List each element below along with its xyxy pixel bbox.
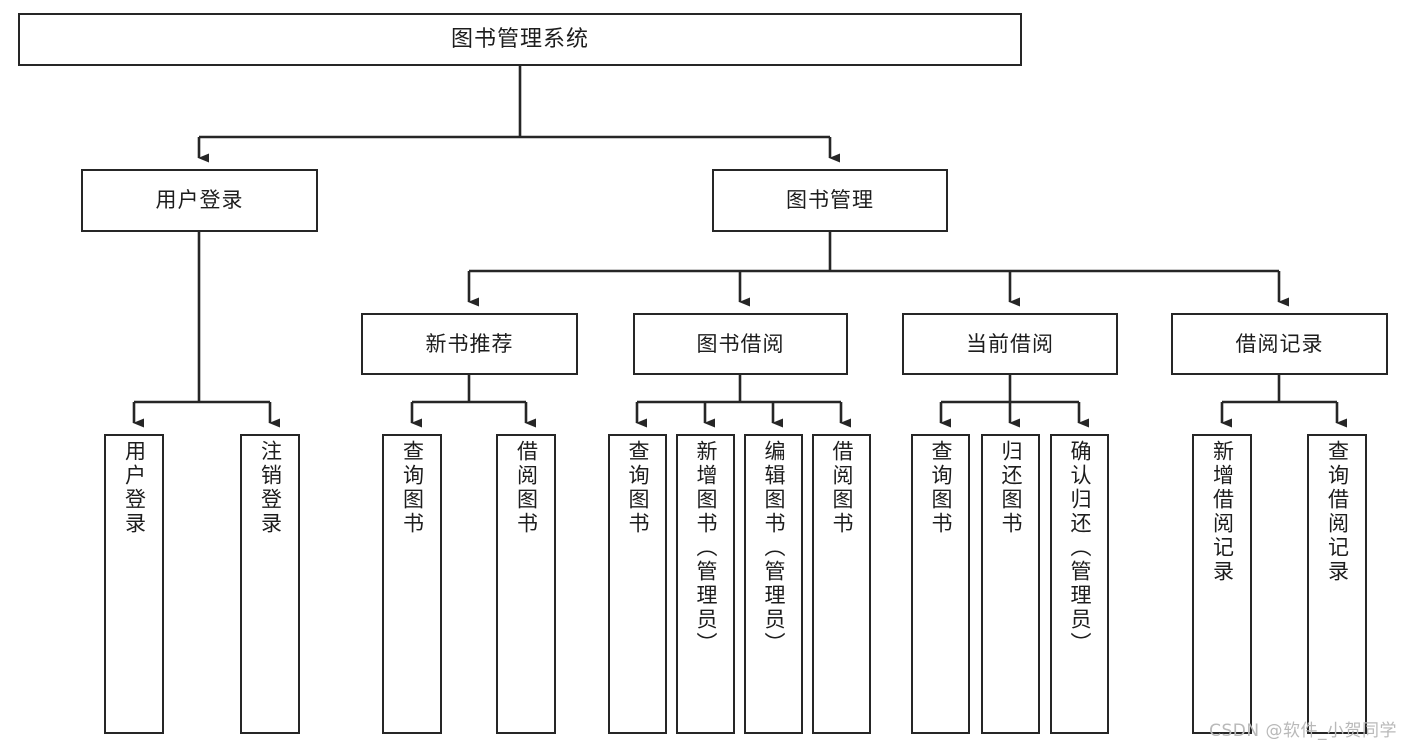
node-user-login[interactable]: 用户登录 [81,169,318,232]
node-book-manage[interactable]: 图书管理 [712,169,948,232]
leaf-query-book-3[interactable]: 查询图书 [911,434,970,734]
leaf-query-book-1[interactable]: 查询图书 [382,434,442,734]
node-label: 新增借阅记录 [1210,440,1235,584]
node-label: 编辑图书（管理员） [762,440,786,656]
csdn-watermark: CSDN @软件_小贺同学 [1209,721,1397,741]
node-label: 归还图书 [999,440,1023,536]
node-borrow-record[interactable]: 借阅记录 [1171,313,1388,375]
node-current-borrow[interactable]: 当前借阅 [902,313,1118,375]
node-label: 借阅图书 [514,440,539,536]
node-label: 图书管理系统 [450,26,589,52]
leaf-edit-book[interactable]: 编辑图书（管理员） [744,434,803,734]
leaf-return-book[interactable]: 归还图书 [981,434,1040,734]
node-label: 图书管理 [786,188,874,213]
node-label: 借阅图书 [830,440,854,536]
leaf-logout[interactable]: 注销登录 [240,434,300,734]
node-label: 查询图书 [626,440,650,536]
node-label: 用户登录 [122,440,147,536]
node-label: 图书借阅 [696,331,785,356]
node-label: 新书推荐 [425,331,514,356]
node-label: 用户登录 [155,188,244,213]
leaf-borrow-book-1[interactable]: 借阅图书 [496,434,556,734]
leaf-query-book-2[interactable]: 查询图书 [608,434,667,734]
node-label: 新增图书（管理员） [694,440,718,656]
node-label: 注销登录 [258,440,283,536]
node-label: 确认归还（管理员） [1068,440,1092,656]
leaf-add-book[interactable]: 新增图书（管理员） [676,434,735,734]
node-book-borrow[interactable]: 图书借阅 [633,313,848,375]
node-root-system[interactable]: 图书管理系统 [18,13,1022,66]
leaf-add-record[interactable]: 新增借阅记录 [1192,434,1252,734]
leaf-borrow-book-2[interactable]: 借阅图书 [812,434,871,734]
node-label: 查询图书 [929,440,953,536]
leaf-query-record[interactable]: 查询借阅记录 [1307,434,1367,734]
node-label: 借阅记录 [1235,331,1324,356]
node-label: 查询图书 [400,440,425,536]
node-label: 查询借阅记录 [1325,440,1350,584]
node-label: 当前借阅 [966,331,1054,356]
node-new-book-recommend[interactable]: 新书推荐 [361,313,578,375]
leaf-confirm-return[interactable]: 确认归还（管理员） [1050,434,1109,734]
leaf-user-login[interactable]: 用户登录 [104,434,164,734]
